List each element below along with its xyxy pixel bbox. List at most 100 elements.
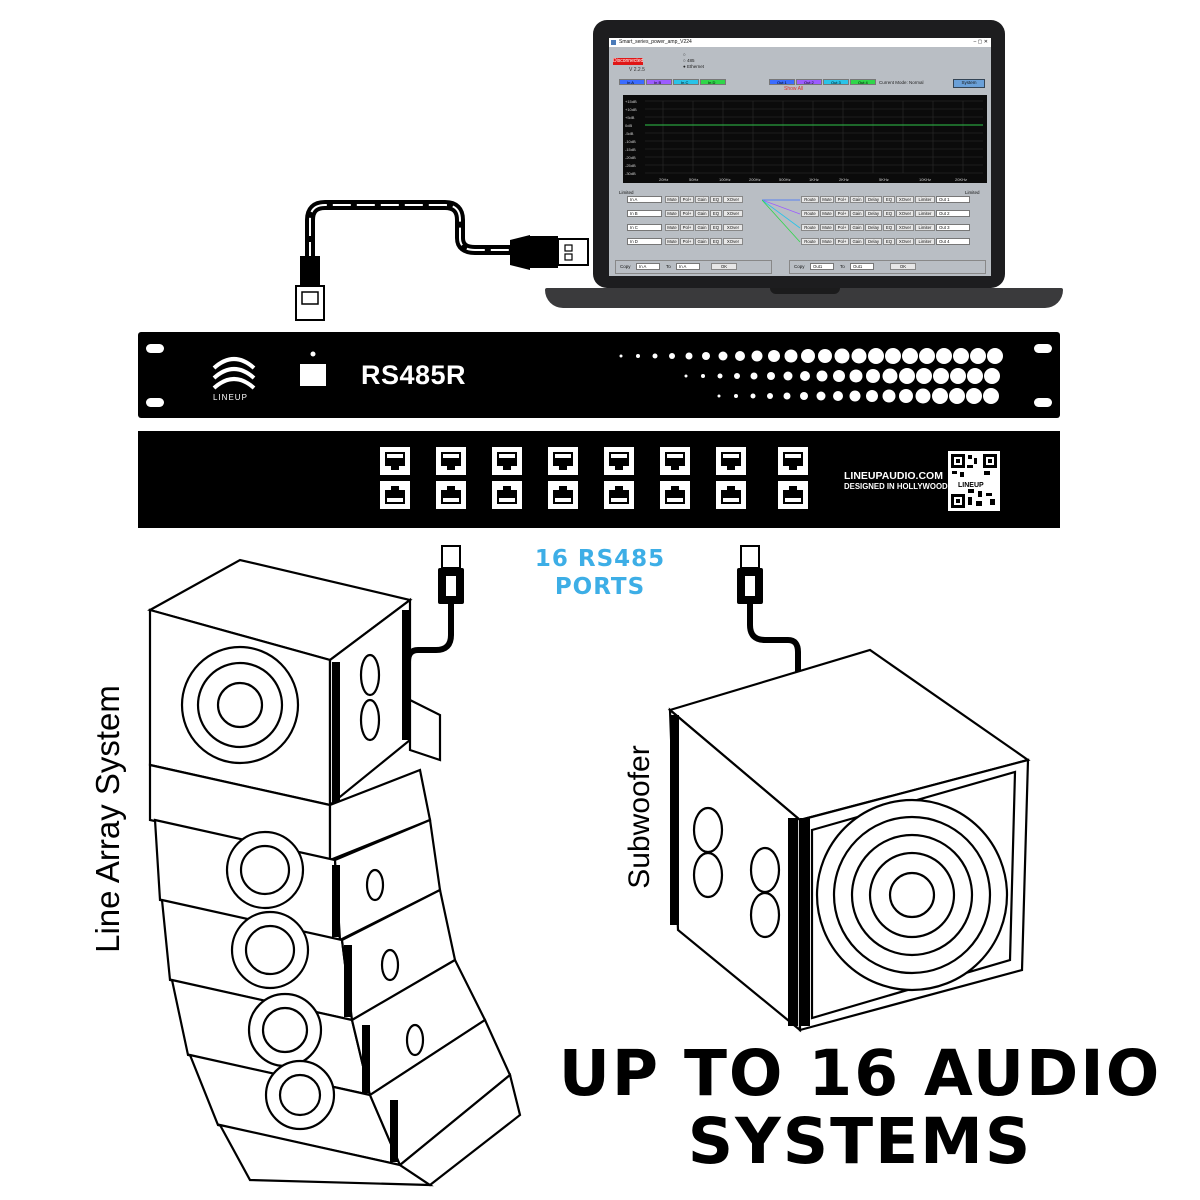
polarity-button[interactable]: Pol+ bbox=[680, 196, 694, 203]
routing-lines bbox=[762, 199, 801, 243]
output-name-field[interactable]: Out 4 bbox=[936, 238, 970, 245]
mute-button[interactable]: Mute bbox=[665, 210, 679, 217]
gain-button[interactable]: Gain bbox=[850, 224, 864, 231]
mute-button[interactable]: Mute bbox=[665, 224, 679, 231]
rj45-port-pair-2 bbox=[436, 447, 466, 509]
chip-out-4[interactable]: Out 4 bbox=[850, 79, 876, 85]
radio-option-1[interactable]: ○ bbox=[683, 52, 686, 57]
chip-out-1[interactable]: Out 1 bbox=[769, 79, 795, 85]
limiter-button[interactable]: Limiter bbox=[915, 224, 935, 231]
limiter-button[interactable]: Limiter bbox=[915, 196, 935, 203]
gain-button[interactable]: Gain bbox=[695, 238, 709, 245]
chip-out-3[interactable]: Out 3 bbox=[823, 79, 849, 85]
eq-button[interactable]: EQ bbox=[883, 238, 895, 245]
y-tick: -15dB bbox=[625, 147, 636, 152]
gain-button[interactable]: Gain bbox=[695, 224, 709, 231]
copy-to-select[interactable]: Out1 bbox=[850, 263, 874, 270]
y-tick: -5dB bbox=[625, 131, 634, 136]
polarity-button[interactable]: Pol+ bbox=[835, 224, 849, 231]
route-button[interactable]: Route bbox=[801, 210, 819, 217]
rj45-cable-subwoofer bbox=[737, 545, 801, 680]
eq-button[interactable]: EQ bbox=[883, 210, 895, 217]
mute-button[interactable]: Mute bbox=[820, 196, 834, 203]
input-name-field[interactable]: In A bbox=[627, 196, 662, 203]
copy-to-select[interactable]: In A bbox=[676, 263, 700, 270]
window-controls[interactable]: – ▢ ✕ bbox=[973, 39, 988, 45]
limiter-button[interactable]: Limiter bbox=[915, 238, 935, 245]
system-button[interactable]: System bbox=[953, 79, 985, 88]
polarity-button[interactable]: Pol+ bbox=[835, 196, 849, 203]
x-tick: 50Hz bbox=[689, 177, 698, 182]
connection-status[interactable]: Disconnected bbox=[613, 58, 644, 65]
eq-button[interactable]: EQ bbox=[710, 224, 722, 231]
polarity-button[interactable]: Pol+ bbox=[835, 210, 849, 217]
chip-in-d[interactable]: In D bbox=[700, 79, 726, 85]
rj45-port-pair-7 bbox=[716, 447, 746, 509]
delay-button[interactable]: Delay bbox=[865, 224, 882, 231]
gain-button[interactable]: Gain bbox=[850, 210, 864, 217]
delay-button[interactable]: Delay bbox=[865, 210, 882, 217]
xover-button[interactable]: XOver bbox=[896, 238, 914, 245]
polarity-button[interactable]: Pol+ bbox=[835, 238, 849, 245]
gain-button[interactable]: Gain bbox=[850, 238, 864, 245]
website-text: LINEUPAUDIO.COM bbox=[844, 470, 943, 482]
chip-in-c[interactable]: In C bbox=[673, 79, 699, 85]
eq-button[interactable]: EQ bbox=[710, 196, 722, 203]
chip-out-2[interactable]: Out 2 bbox=[796, 79, 822, 85]
delay-button[interactable]: Delay bbox=[865, 196, 882, 203]
x-tick: 100Hz bbox=[719, 177, 731, 182]
mute-button[interactable]: Mute bbox=[820, 238, 834, 245]
route-button[interactable]: Route bbox=[801, 224, 819, 231]
gain-button[interactable]: Gain bbox=[850, 196, 864, 203]
gain-button[interactable]: Gain bbox=[695, 196, 709, 203]
output-name-field[interactable]: Out 3 bbox=[936, 224, 970, 231]
eq-button[interactable]: EQ bbox=[883, 224, 895, 231]
limited-label-left: Limited bbox=[619, 190, 634, 195]
limiter-button[interactable]: Limiter bbox=[915, 210, 935, 217]
input-name-field[interactable]: In D bbox=[627, 238, 662, 245]
route-button[interactable]: Route bbox=[801, 196, 819, 203]
rj45-port-pair-4 bbox=[548, 447, 578, 509]
subwoofer-illustration bbox=[667, 648, 1031, 1033]
xover-button[interactable]: XOver bbox=[723, 210, 743, 217]
input-name-field[interactable]: In C bbox=[627, 224, 662, 231]
xover-button[interactable]: XOver bbox=[896, 210, 914, 217]
polarity-button[interactable]: Pol+ bbox=[680, 238, 694, 245]
eq-button[interactable]: EQ bbox=[710, 238, 722, 245]
radio-option-ethernet[interactable]: ● Ethernet bbox=[683, 64, 704, 69]
mute-button[interactable]: Mute bbox=[665, 238, 679, 245]
xover-button[interactable]: XOver bbox=[723, 196, 743, 203]
window-titlebar: Smart_series_power_amp_V224 – ▢ ✕ bbox=[609, 38, 991, 47]
input-name-field[interactable]: In B bbox=[627, 210, 662, 217]
y-tick: 0dB bbox=[625, 123, 632, 128]
xover-button[interactable]: XOver bbox=[896, 196, 914, 203]
route-button[interactable]: Route bbox=[801, 238, 819, 245]
xover-button[interactable]: XOver bbox=[723, 224, 743, 231]
copy-from-select[interactable]: In A bbox=[636, 263, 660, 270]
copy-ok-button[interactable]: OK bbox=[711, 263, 737, 270]
copy-from-select[interactable]: Out1 bbox=[810, 263, 834, 270]
chip-in-b[interactable]: In B bbox=[646, 79, 672, 85]
app-icon bbox=[611, 40, 616, 45]
channel-row-4: In D Mute Pol+ Gain EQ XOver Route Mute … bbox=[617, 238, 987, 246]
xover-button[interactable]: XOver bbox=[896, 224, 914, 231]
firmware-version: V 2.2.5 bbox=[629, 67, 645, 73]
chip-in-a[interactable]: In A bbox=[619, 79, 645, 85]
subwoofer-label: Subwoofer bbox=[623, 745, 656, 889]
radio-option-485[interactable]: ○ 485 bbox=[683, 58, 695, 63]
eq-button[interactable]: EQ bbox=[710, 210, 722, 217]
eq-button[interactable]: EQ bbox=[883, 196, 895, 203]
output-name-field[interactable]: Out 1 bbox=[936, 196, 970, 203]
y-tick: -30dB bbox=[625, 171, 636, 176]
polarity-button[interactable]: Pol+ bbox=[680, 224, 694, 231]
output-name-field[interactable]: Out 2 bbox=[936, 210, 970, 217]
polarity-button[interactable]: Pol+ bbox=[680, 210, 694, 217]
xover-button[interactable]: XOver bbox=[723, 238, 743, 245]
show-all-link[interactable]: Show All bbox=[784, 86, 804, 92]
gain-button[interactable]: Gain bbox=[695, 210, 709, 217]
mute-button[interactable]: Mute bbox=[820, 224, 834, 231]
copy-ok-button[interactable]: OK bbox=[890, 263, 916, 270]
delay-button[interactable]: Delay bbox=[865, 238, 882, 245]
mute-button[interactable]: Mute bbox=[665, 196, 679, 203]
mute-button[interactable]: Mute bbox=[820, 210, 834, 217]
